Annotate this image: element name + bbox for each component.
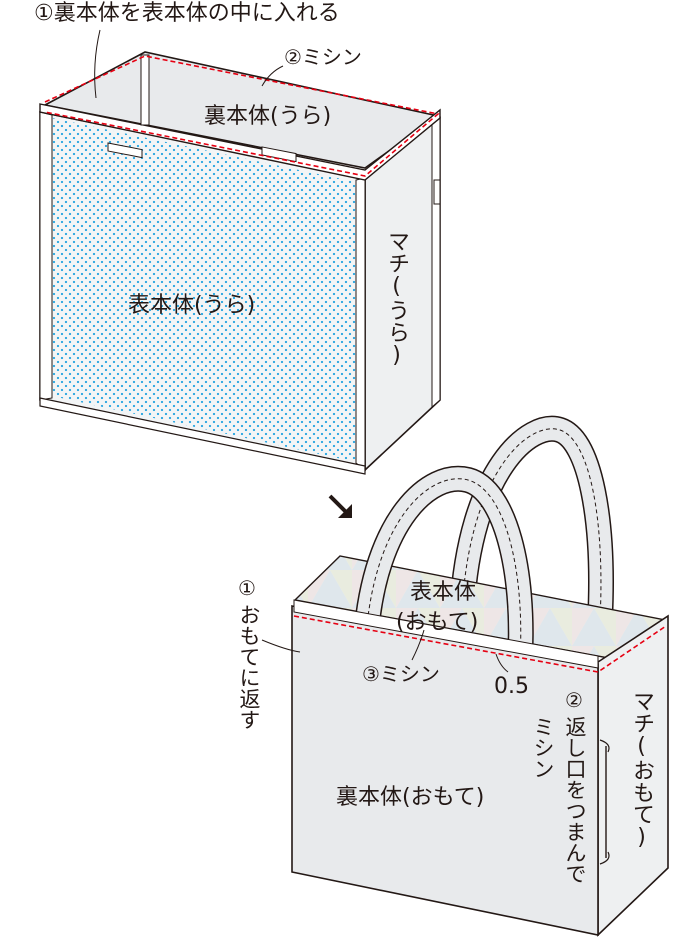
rim-stitch-line — [293, 615, 667, 673]
label-close-sew: ミシン — [531, 716, 555, 779]
label-step3-sew: ③ミシン — [362, 662, 440, 686]
leader-step1 — [94, 29, 101, 99]
top-rim-band — [39, 103, 441, 181]
bottom-bag — [261, 415, 669, 937]
leader-step3 — [411, 629, 425, 661]
leader-turn — [261, 639, 301, 653]
leader-step2 — [261, 65, 284, 87]
label-turn-num: ① — [238, 576, 256, 600]
back-post — [140, 54, 150, 126]
gusset-edge-strip — [431, 117, 441, 409]
label-close-num: ② — [565, 688, 583, 712]
top-bag — [39, 29, 441, 475]
leader-measure — [495, 653, 509, 673]
label-step2-sew: ②ミシン — [284, 45, 362, 69]
top-stitch-line — [44, 55, 440, 177]
outer-front-dots — [52, 118, 356, 462]
front-left-strip — [39, 111, 53, 401]
label-close-text: 返し口をつまんで — [563, 716, 587, 884]
label-outer-right-1: 表本体 — [410, 580, 477, 605]
label-outer-wrong: 表本体(うら) — [128, 293, 256, 318]
label-gusset-wrong: マチ(うら) — [384, 230, 409, 368]
bottom-hem — [39, 397, 366, 475]
label-outer-right-2: (おもて) — [396, 610, 479, 635]
handle-tab-left — [107, 142, 143, 159]
label-measure: 0.5 — [494, 674, 529, 699]
outer-rim-band — [293, 599, 599, 669]
arrow-down-right-icon — [328, 494, 352, 518]
label-lining-wrong: 裏本体(うら) — [204, 104, 332, 129]
label-step1-insert: ①裏本体を表本体の中に入れる — [34, 1, 340, 26]
label-lining-right: 裏本体(おもて) — [336, 785, 485, 810]
label-gusset-right: マチ(おもて) — [629, 690, 654, 850]
gusset-opening — [433, 179, 441, 205]
label-turn-text: おもてに返す — [237, 604, 261, 730]
front-right-strip — [355, 177, 366, 472]
